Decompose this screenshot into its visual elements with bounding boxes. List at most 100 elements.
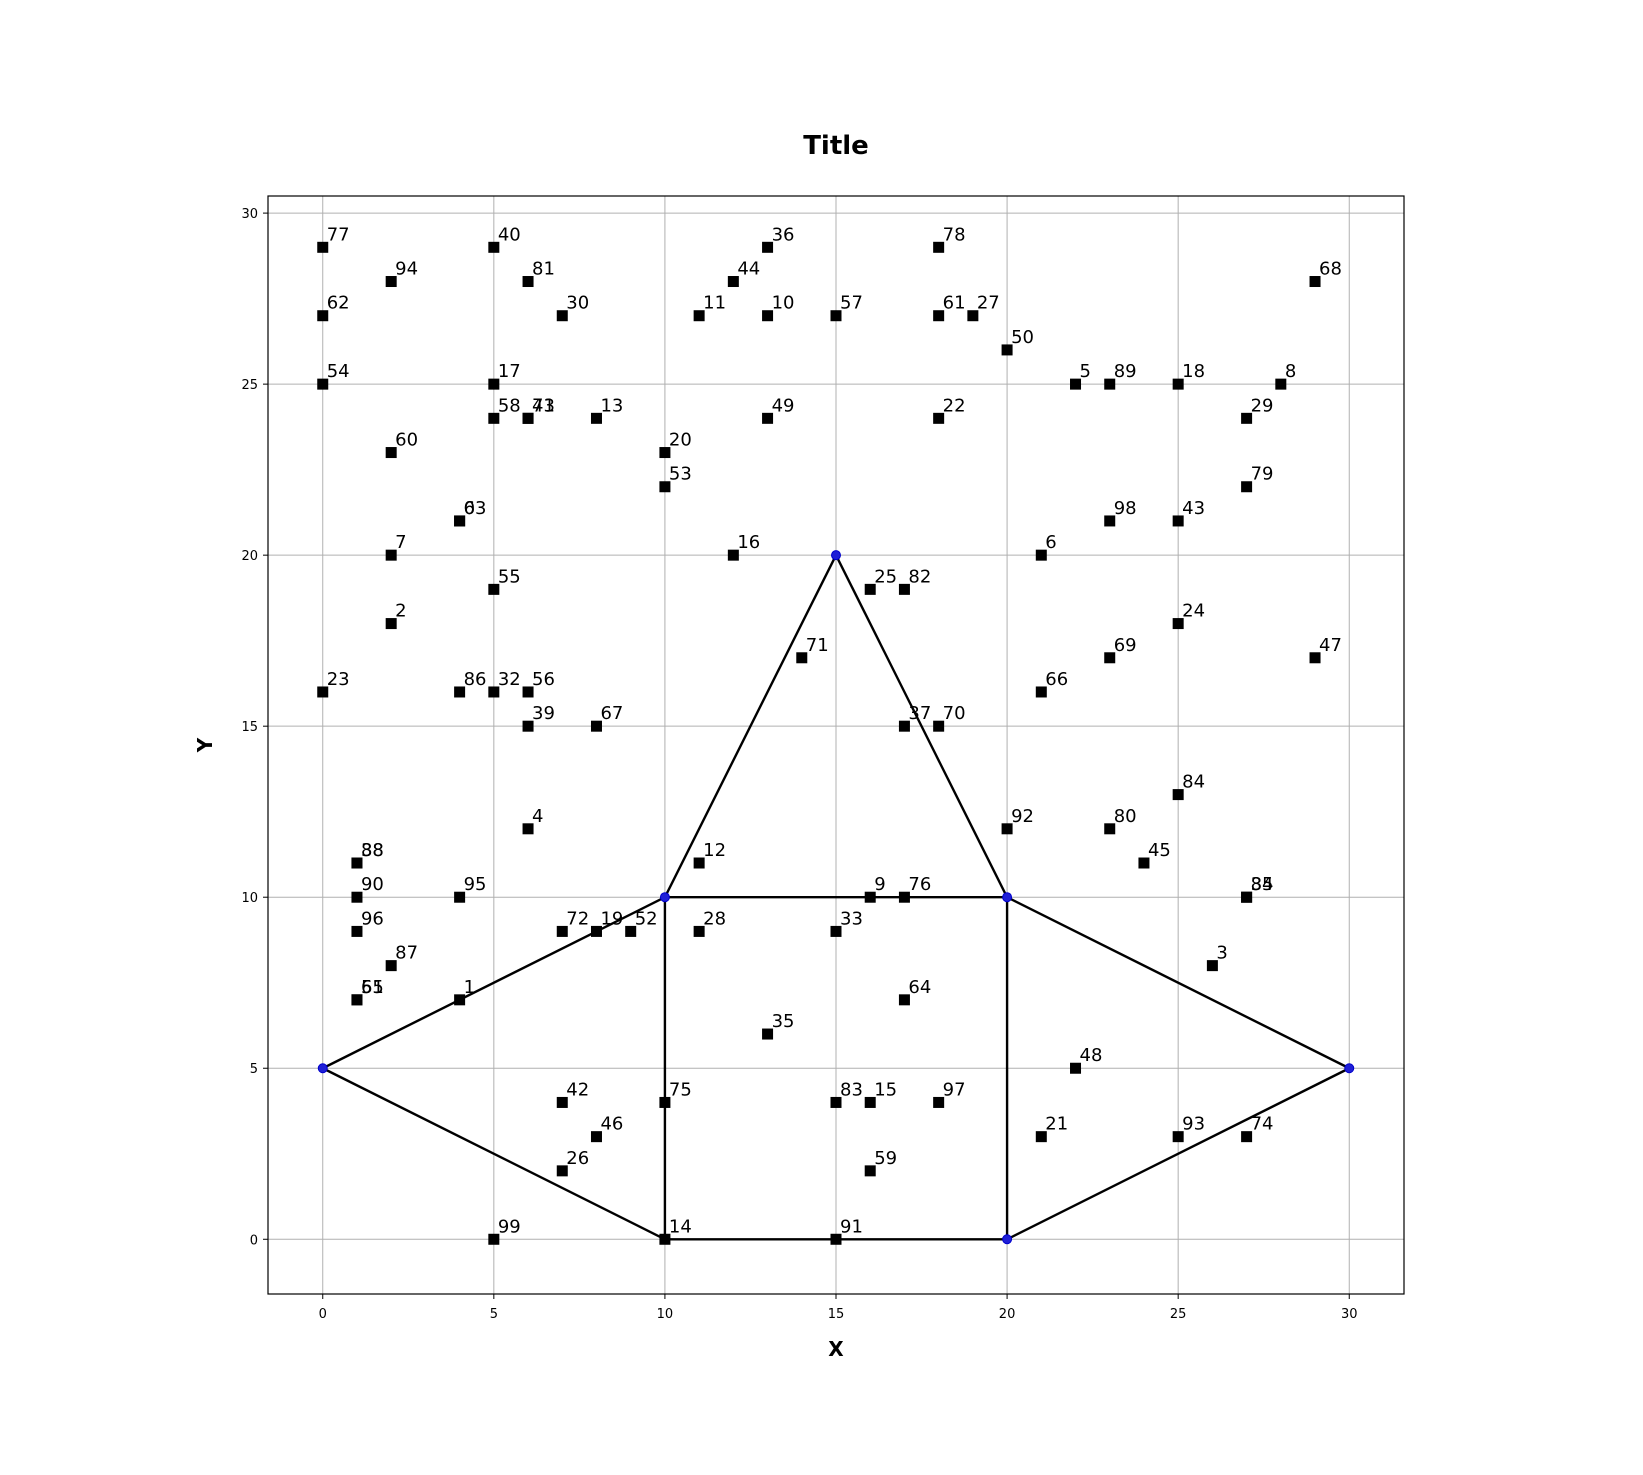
- point-marker: [556, 310, 568, 322]
- point-marker: [454, 994, 466, 1006]
- polygon-edge: [322, 896, 666, 1070]
- point-marker: [488, 241, 500, 253]
- point-label: 52: [635, 908, 658, 929]
- point-label: 59: [874, 1148, 897, 1169]
- point-label: 86: [464, 669, 487, 690]
- point-label: 40: [498, 224, 521, 245]
- point-marker: [522, 686, 534, 698]
- point-label: 98: [1114, 498, 1137, 519]
- point-label: 48: [1080, 1045, 1103, 1066]
- point-label: 45: [1148, 840, 1171, 861]
- point-marker: [830, 1233, 842, 1245]
- point-label: 23: [327, 669, 350, 690]
- point-marker: [385, 549, 397, 561]
- point-marker: [1070, 1062, 1082, 1074]
- point-marker: [590, 412, 602, 424]
- point-label: 81: [532, 259, 555, 280]
- y-tick-label: 15: [241, 720, 258, 735]
- point-marker: [351, 857, 363, 869]
- point-label: 97: [943, 1079, 966, 1100]
- point-label: 4: [532, 806, 543, 827]
- point-label: 46: [600, 1114, 623, 1135]
- point-label: 58: [498, 395, 521, 416]
- point-label: 69: [1114, 635, 1137, 656]
- point-label: 87: [395, 943, 418, 964]
- point-marker: [830, 925, 842, 937]
- point-marker: [864, 1096, 876, 1108]
- point-label: 82: [908, 566, 931, 587]
- polygon-node: [659, 892, 670, 903]
- point-label: 63: [464, 498, 487, 519]
- point-marker: [762, 1028, 774, 1040]
- point-label: 7: [395, 532, 406, 553]
- point-label: 9: [874, 874, 885, 895]
- point-marker: [1104, 823, 1116, 835]
- point-marker: [385, 618, 397, 630]
- point-label: 39: [532, 703, 555, 724]
- point-marker: [454, 891, 466, 903]
- point-label: 10: [772, 293, 795, 314]
- point-label: 65: [361, 977, 384, 998]
- point-label: 26: [566, 1148, 589, 1169]
- point-label: 72: [566, 908, 589, 929]
- point-marker: [727, 549, 739, 561]
- point-marker: [933, 310, 945, 322]
- point-marker: [693, 925, 705, 937]
- point-label: 47: [1319, 635, 1342, 656]
- point-marker: [1241, 891, 1253, 903]
- point-marker: [933, 412, 945, 424]
- point-label: 22: [943, 395, 966, 416]
- point-marker: [590, 720, 602, 732]
- point-marker: [1104, 515, 1116, 527]
- polygon-edge: [322, 1067, 666, 1241]
- point-label: 3: [1216, 943, 1227, 964]
- point-marker: [522, 720, 534, 732]
- point-marker: [1172, 515, 1184, 527]
- polygon-node: [1002, 892, 1013, 903]
- point-marker: [864, 583, 876, 595]
- point-label: 8: [1285, 361, 1296, 382]
- point-marker: [1309, 276, 1321, 288]
- x-tick-label: 10: [657, 1307, 674, 1322]
- point-marker: [762, 241, 774, 253]
- point-label: 51: [361, 977, 384, 998]
- point-marker: [693, 857, 705, 869]
- point-label: 85: [1251, 874, 1274, 895]
- point-label: 32: [498, 669, 521, 690]
- point-label: 43: [1182, 498, 1205, 519]
- point-label: 49: [772, 395, 795, 416]
- point-marker: [693, 310, 705, 322]
- x-tick-label: 15: [828, 1307, 845, 1322]
- point-markers: [317, 241, 1321, 1245]
- point-marker: [317, 686, 329, 698]
- point-marker: [830, 1096, 842, 1108]
- point-label: 99: [498, 1216, 521, 1237]
- y-tick-label: 20: [241, 549, 258, 564]
- point-marker: [522, 276, 534, 288]
- point-marker: [317, 241, 329, 253]
- point-label: 28: [703, 908, 726, 929]
- point-marker: [1172, 1131, 1184, 1143]
- point-marker: [898, 891, 910, 903]
- point-marker: [1138, 857, 1150, 869]
- point-label: 11: [703, 293, 726, 314]
- point-marker: [385, 447, 397, 459]
- point-label: 73: [532, 395, 555, 416]
- x-tick-label: 30: [1341, 1307, 1358, 1322]
- point-label: 84: [1182, 772, 1205, 793]
- point-marker: [898, 583, 910, 595]
- point-label: 19: [600, 908, 623, 929]
- point-marker: [659, 1096, 671, 1108]
- point-marker: [933, 1096, 945, 1108]
- point-marker: [488, 583, 500, 595]
- point-label: 33: [840, 908, 863, 929]
- point-marker: [590, 1131, 602, 1143]
- point-marker: [1172, 618, 1184, 630]
- point-label: 30: [566, 293, 589, 314]
- point-label: 66: [1045, 669, 1068, 690]
- point-label: 96: [361, 908, 384, 929]
- point-marker: [522, 823, 534, 835]
- point-marker: [864, 891, 876, 903]
- y-tick-label: 30: [241, 207, 258, 222]
- point-label: 15: [874, 1079, 897, 1100]
